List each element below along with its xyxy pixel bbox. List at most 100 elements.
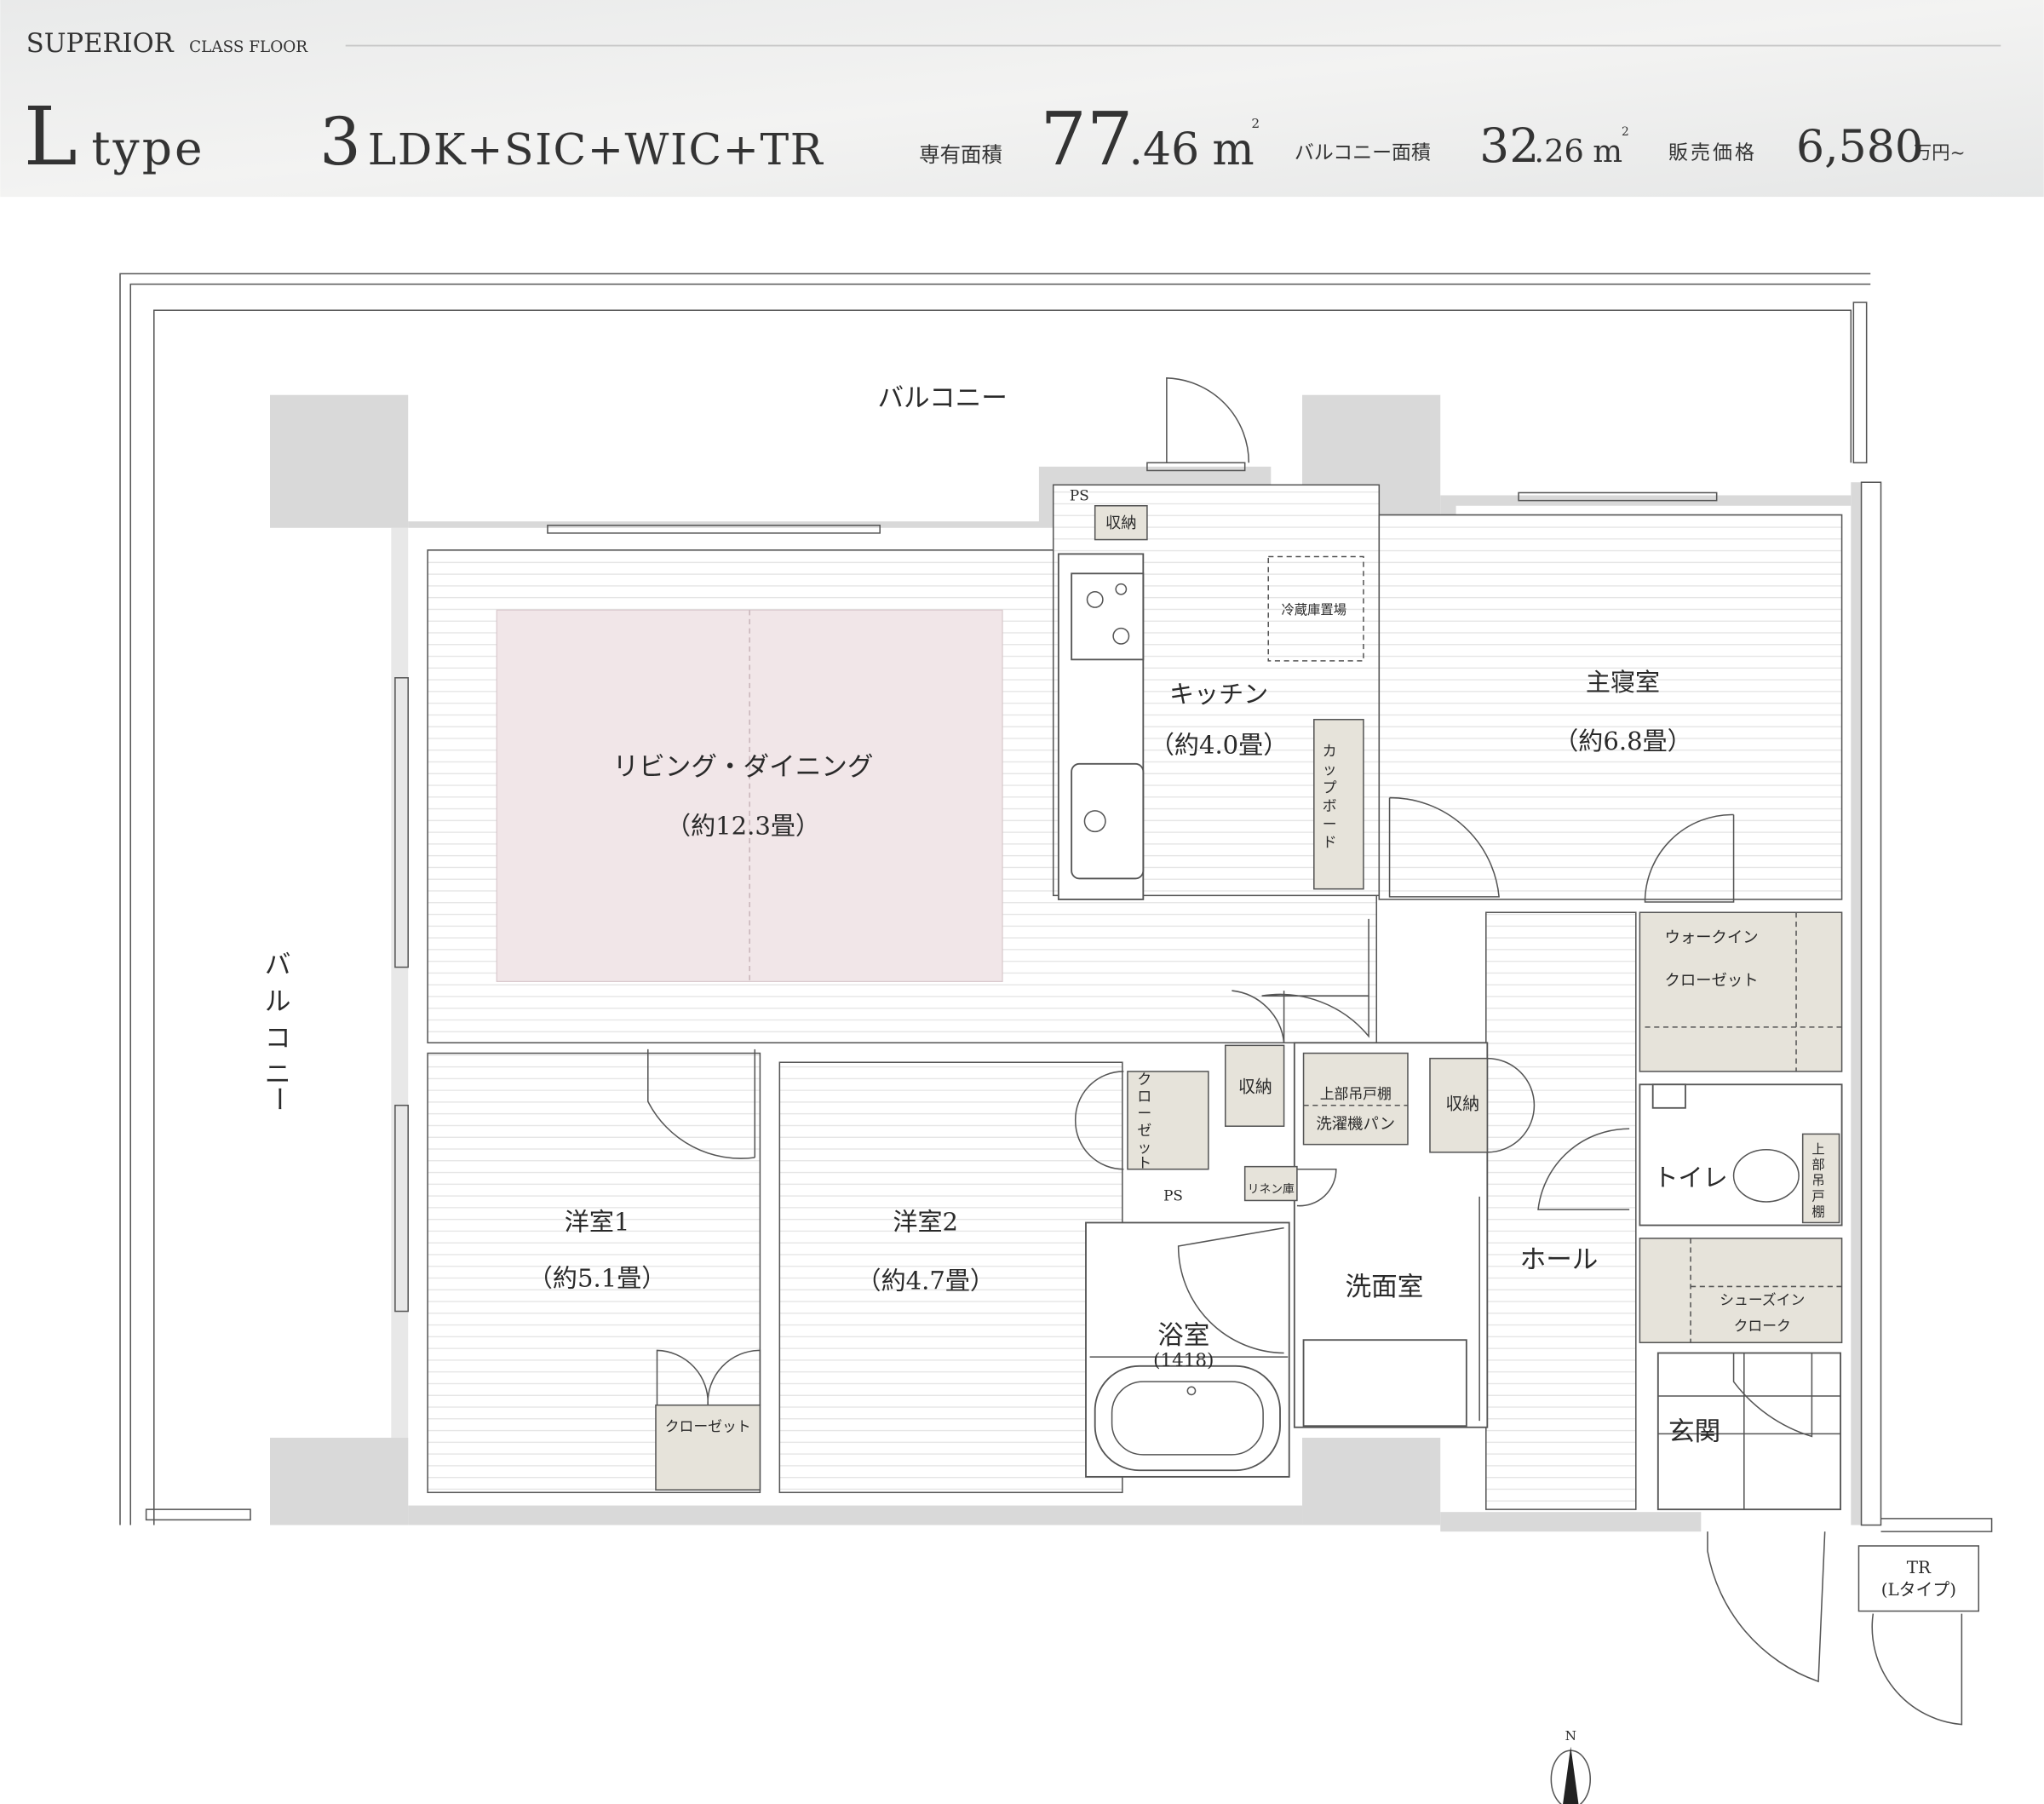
area-unit: m [1212, 124, 1254, 175]
toilet-bowl [1732, 1149, 1800, 1203]
balcony-dec: .26 [1534, 133, 1583, 169]
storage-b [1429, 1057, 1489, 1153]
label-tr: TR [1907, 1558, 1932, 1577]
label-wic-2: クローゼット [1664, 972, 1758, 990]
label-toilet-cabinet: 部 [1811, 1158, 1824, 1173]
label-washer-pan: 洗濯機パン [1316, 1115, 1395, 1133]
pillar [269, 1437, 409, 1525]
label-tr-sub: (Lタイプ) [1881, 1580, 1956, 1600]
label-toilet-cabinet: 棚 [1811, 1204, 1824, 1220]
label-cupboard: カ [1323, 743, 1337, 760]
label-closet-v: ロ [1137, 1088, 1151, 1105]
label-ps-top: PS [1070, 487, 1089, 504]
label-kitchen: キッチン [1169, 680, 1268, 709]
label-entrance: 玄関 [1668, 1417, 1720, 1447]
label-room2: 洋室2 [893, 1208, 958, 1237]
label-wic-1: ウォークイン [1664, 928, 1758, 946]
master-bedroom [1378, 514, 1843, 900]
label-balcony-left: バ [265, 951, 291, 980]
price-unit: 万円~ [1914, 143, 1966, 164]
label-closet-room1: クローゼット [665, 1417, 751, 1434]
stove [1071, 572, 1145, 661]
label-fridge: 冷蔵庫置場 [1282, 602, 1347, 618]
label-closet-v: ク [1137, 1071, 1151, 1088]
balcony-unit: m [1593, 133, 1622, 169]
label-upper-cabinet: 上部吊戸棚 [1320, 1085, 1392, 1102]
label-washroom: 洗面室 [1346, 1273, 1424, 1302]
label-toilet: トイレ [1653, 1163, 1727, 1192]
area-dec: .46 [1128, 124, 1199, 175]
storage-top [1094, 505, 1148, 541]
label-balcony-left: コ [265, 1024, 291, 1054]
balcony-outline [119, 273, 1871, 1525]
label-closet-v: ト [1137, 1154, 1151, 1171]
label-room1-size: （約5.1畳） [528, 1263, 666, 1292]
label-sic-1: シューズイン [1720, 1291, 1805, 1308]
label-toilet-cabinet: 吊 [1811, 1173, 1824, 1188]
label-toilet-cabinet: 戸 [1811, 1188, 1824, 1204]
walk-in-closet [1639, 911, 1843, 1072]
label-storage-b: 収納 [1445, 1094, 1479, 1113]
label-bath: 浴室 [1157, 1321, 1209, 1351]
label-cupboard: ー [1323, 815, 1337, 832]
type-letter: L [24, 90, 78, 184]
bathtub [1094, 1364, 1281, 1472]
north-compass-icon: N [1550, 1728, 1591, 1804]
area-int: 77 [1040, 97, 1133, 182]
label-toilet-cabinet: 上 [1811, 1141, 1824, 1157]
label-master-size: （約6.8畳） [1553, 727, 1691, 755]
western-room-2 [778, 1061, 1123, 1494]
hall [1485, 911, 1637, 1510]
closet-room1 [655, 1404, 761, 1491]
type-word: type [91, 121, 204, 175]
brand-sub: CLASS FLOOR [189, 38, 308, 56]
label-ps-mid: PS [1163, 1186, 1183, 1204]
label-cupboard: プ [1323, 778, 1337, 796]
label-balcony-left: ー [263, 1086, 293, 1112]
shoe-closet [1639, 1238, 1843, 1344]
label-living: リビング・ダイニング [613, 753, 874, 783]
label-room2-size: （約4.7畳） [857, 1267, 995, 1296]
header-banner: SUPERIOR CLASS FLOOR L type 3 LDK+SIC+WI… [0, 0, 2044, 198]
label-bath-size: (1418) [1153, 1350, 1214, 1371]
cupboard [1313, 718, 1364, 890]
price-value: 6,580 [1796, 122, 1923, 173]
price-label: 販売価格 [1668, 142, 1757, 164]
label-closet-v: ッ [1137, 1139, 1151, 1156]
sink [1071, 762, 1145, 880]
pillar [1302, 1437, 1441, 1525]
balcony-sq: 2 [1622, 125, 1629, 139]
label-living-size: （約12.3畳） [666, 811, 820, 840]
washbasin [1302, 1339, 1467, 1428]
label-closet-v: ー [1137, 1105, 1151, 1122]
layout-num: 3 [319, 105, 361, 181]
room-labels: バルコニー バ ル コ ニ ー リビング・ダイニング （約12.3畳） キッチン… [263, 383, 1956, 1600]
label-sic-2: クローク [1734, 1317, 1791, 1334]
label-hall: ホール [1520, 1245, 1599, 1275]
pillar [269, 394, 409, 528]
linen-cabinet [1243, 1165, 1298, 1202]
toilet-cabinet [1801, 1133, 1840, 1224]
label-room1: 洋室1 [565, 1208, 630, 1237]
label-kitchen-size: （約4.0畳） [1150, 731, 1288, 760]
label-cupboard: ボ [1323, 797, 1337, 814]
washer-cabinet [1302, 1052, 1409, 1146]
doors [647, 377, 1980, 1726]
layout-type: LDK+SIC+WIC+TR [368, 124, 824, 175]
label-master: 主寝室 [1586, 668, 1660, 697]
balcony-label: バルコニー面積 [1295, 142, 1431, 164]
label-cupboard: ッ [1323, 761, 1337, 778]
storage-a [1224, 1044, 1285, 1127]
brand: SUPERIOR [26, 29, 175, 59]
label-balcony-top: バルコニー [877, 383, 1007, 413]
label-storage-top: 収納 [1105, 514, 1137, 532]
closet-room2 [1127, 1071, 1209, 1170]
balcony-int: 32 [1479, 118, 1539, 173]
label-balcony-left: ニ [265, 1060, 291, 1090]
fridge-space [1267, 555, 1364, 662]
label-storage-a: 収納 [1238, 1077, 1272, 1096]
entrance-area [1656, 1352, 1841, 1511]
label-cupboard: ド [1323, 834, 1337, 851]
windows [394, 462, 1718, 1313]
